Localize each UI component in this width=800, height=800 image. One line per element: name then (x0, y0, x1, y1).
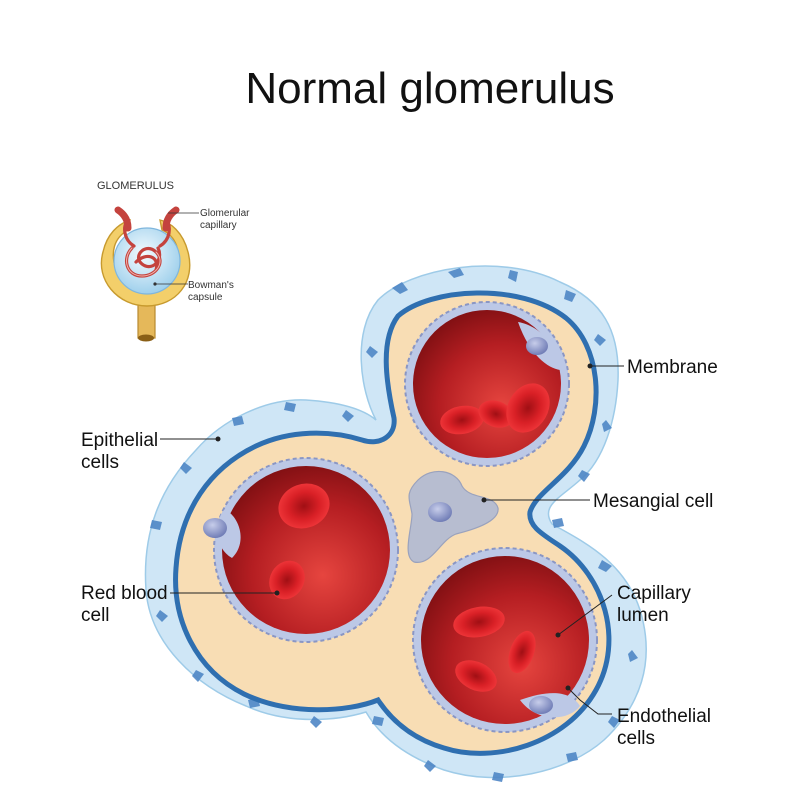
epithelial-label-1: Epithelial (81, 430, 158, 451)
inset-capsule-label-2: capsule (188, 292, 223, 303)
epithelial-label-2: cells (81, 452, 119, 473)
membrane-label: Membrane (627, 357, 718, 378)
capillary-bottom (412, 547, 598, 733)
inset-heading: GLOMERULUS (97, 180, 174, 192)
capillary-lumen-label-1: Capillary (617, 583, 691, 604)
endothelial-label-1: Endothelial (617, 706, 711, 727)
inset-capillary-label-2: capillary (200, 220, 237, 231)
inset-capsule-label-1: Bowman's (188, 280, 234, 291)
glomerulus-inset: GLOMERULUS Glomerular capillary Bowman's… (97, 180, 250, 342)
capillary-lumen-label-2: lumen (617, 605, 669, 626)
mesangial-cell (407, 470, 499, 563)
red-blood-label-2: cell (81, 605, 110, 626)
glomerulus-main (144, 265, 647, 782)
endothelial-label-2: cells (617, 728, 655, 749)
capillary-top (404, 301, 570, 467)
diagram-labels: Membrane Epithelial cells Mesangial cell… (81, 357, 718, 749)
inset-capillary-label-1: Glomerular (200, 208, 250, 219)
page-title: Normal glomerulus (245, 64, 615, 113)
capillary-left (203, 457, 399, 643)
red-blood-label-1: Red blood (81, 583, 168, 604)
mesangial-label: Mesangial cell (593, 491, 713, 512)
